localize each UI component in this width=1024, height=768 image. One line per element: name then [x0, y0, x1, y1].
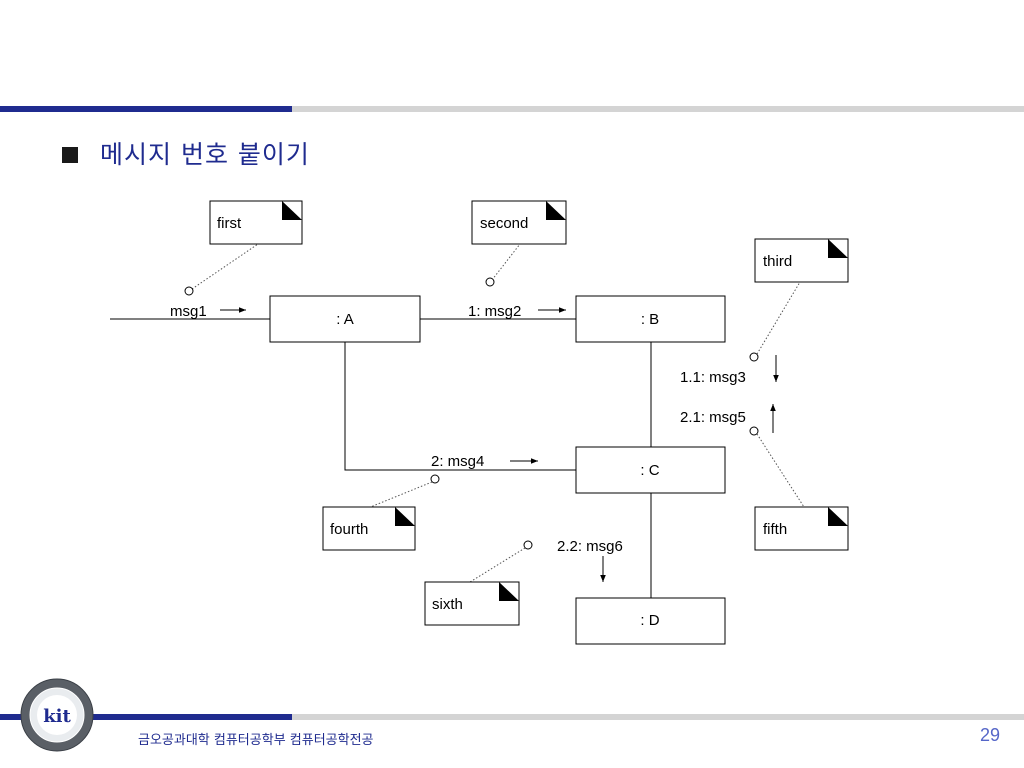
object-D-label: : D — [640, 612, 659, 629]
anchor-first-circle — [184, 286, 194, 296]
slide-title: 메시지 번호 붙이기 — [100, 140, 310, 169]
anchor-fifth-line — [756, 433, 805, 508]
bottom-rule — [292, 714, 1024, 720]
message-msg4: 2: msg4 — [431, 453, 538, 470]
message-msg1-label: msg1 — [170, 303, 207, 320]
object-D[interactable]: : D — [575, 597, 726, 645]
note-fifth-text: fifth — [763, 521, 787, 538]
bottom-rule-accent — [0, 714, 292, 720]
object-B-label: : B — [641, 311, 659, 328]
note-fifth[interactable]: fifth — [754, 506, 849, 551]
anchor-third-line — [756, 281, 801, 355]
anchor-fourth-line — [367, 481, 433, 509]
note-third-text: third — [763, 253, 792, 270]
anchor-fourth-circle — [430, 474, 440, 484]
note-anchors — [191, 243, 805, 583]
message-msg2-label: 1: msg2 — [468, 303, 521, 320]
note-fourth-text: fourth — [330, 521, 368, 538]
top-rule-accent — [0, 106, 292, 112]
links — [110, 318, 652, 598]
object-C[interactable]: : C — [575, 446, 726, 494]
note-second-text: second — [480, 215, 528, 232]
object-A-label: : A — [336, 311, 354, 328]
link-A-C — [344, 342, 576, 471]
object-B[interactable]: : B — [575, 295, 726, 343]
anchor-sixth-line — [469, 547, 526, 583]
note-second[interactable]: second — [471, 200, 567, 245]
message-msg6: 2.2: msg6 — [557, 538, 623, 582]
object-C-label: : C — [640, 462, 659, 479]
anchor-fifth-circle — [749, 426, 759, 436]
message-msg5-label: 2.1: msg5 — [680, 409, 746, 426]
note-first[interactable]: first — [209, 200, 303, 245]
logo-text: kit — [43, 706, 71, 727]
anchor-second-line — [491, 243, 521, 281]
university-logo: kit — [20, 678, 94, 752]
object-A[interactable]: : A — [269, 295, 421, 343]
note-anchor-circles — [184, 277, 759, 550]
note-third[interactable]: third — [754, 238, 849, 283]
page-number: 29 — [979, 725, 1000, 745]
anchor-third-circle — [749, 352, 759, 362]
title-bullet — [62, 147, 78, 163]
message-msg1: msg1 — [170, 303, 246, 320]
footer-text: 금오공과대학 컴퓨터공학부 컴퓨터공학전공 — [138, 733, 374, 748]
message-msg4-label: 2: msg4 — [431, 453, 484, 470]
anchor-sixth-circle — [523, 540, 533, 550]
anchor-first-line — [191, 243, 259, 290]
note-fourth[interactable]: fourth — [322, 506, 416, 551]
message-msg3-label: 1.1: msg3 — [680, 369, 746, 386]
note-sixth-text: sixth — [432, 596, 463, 613]
message-msg2: 1: msg2 — [468, 303, 566, 320]
note-sixth[interactable]: sixth — [424, 581, 520, 626]
note-first-text: first — [217, 215, 242, 232]
message-msg6-label: 2.2: msg6 — [557, 538, 623, 555]
message-msg5: 2.1: msg5 — [680, 404, 776, 433]
message-msg3: 1.1: msg3 — [680, 355, 779, 386]
top-rule — [292, 106, 1024, 112]
anchor-second-circle — [485, 277, 495, 287]
